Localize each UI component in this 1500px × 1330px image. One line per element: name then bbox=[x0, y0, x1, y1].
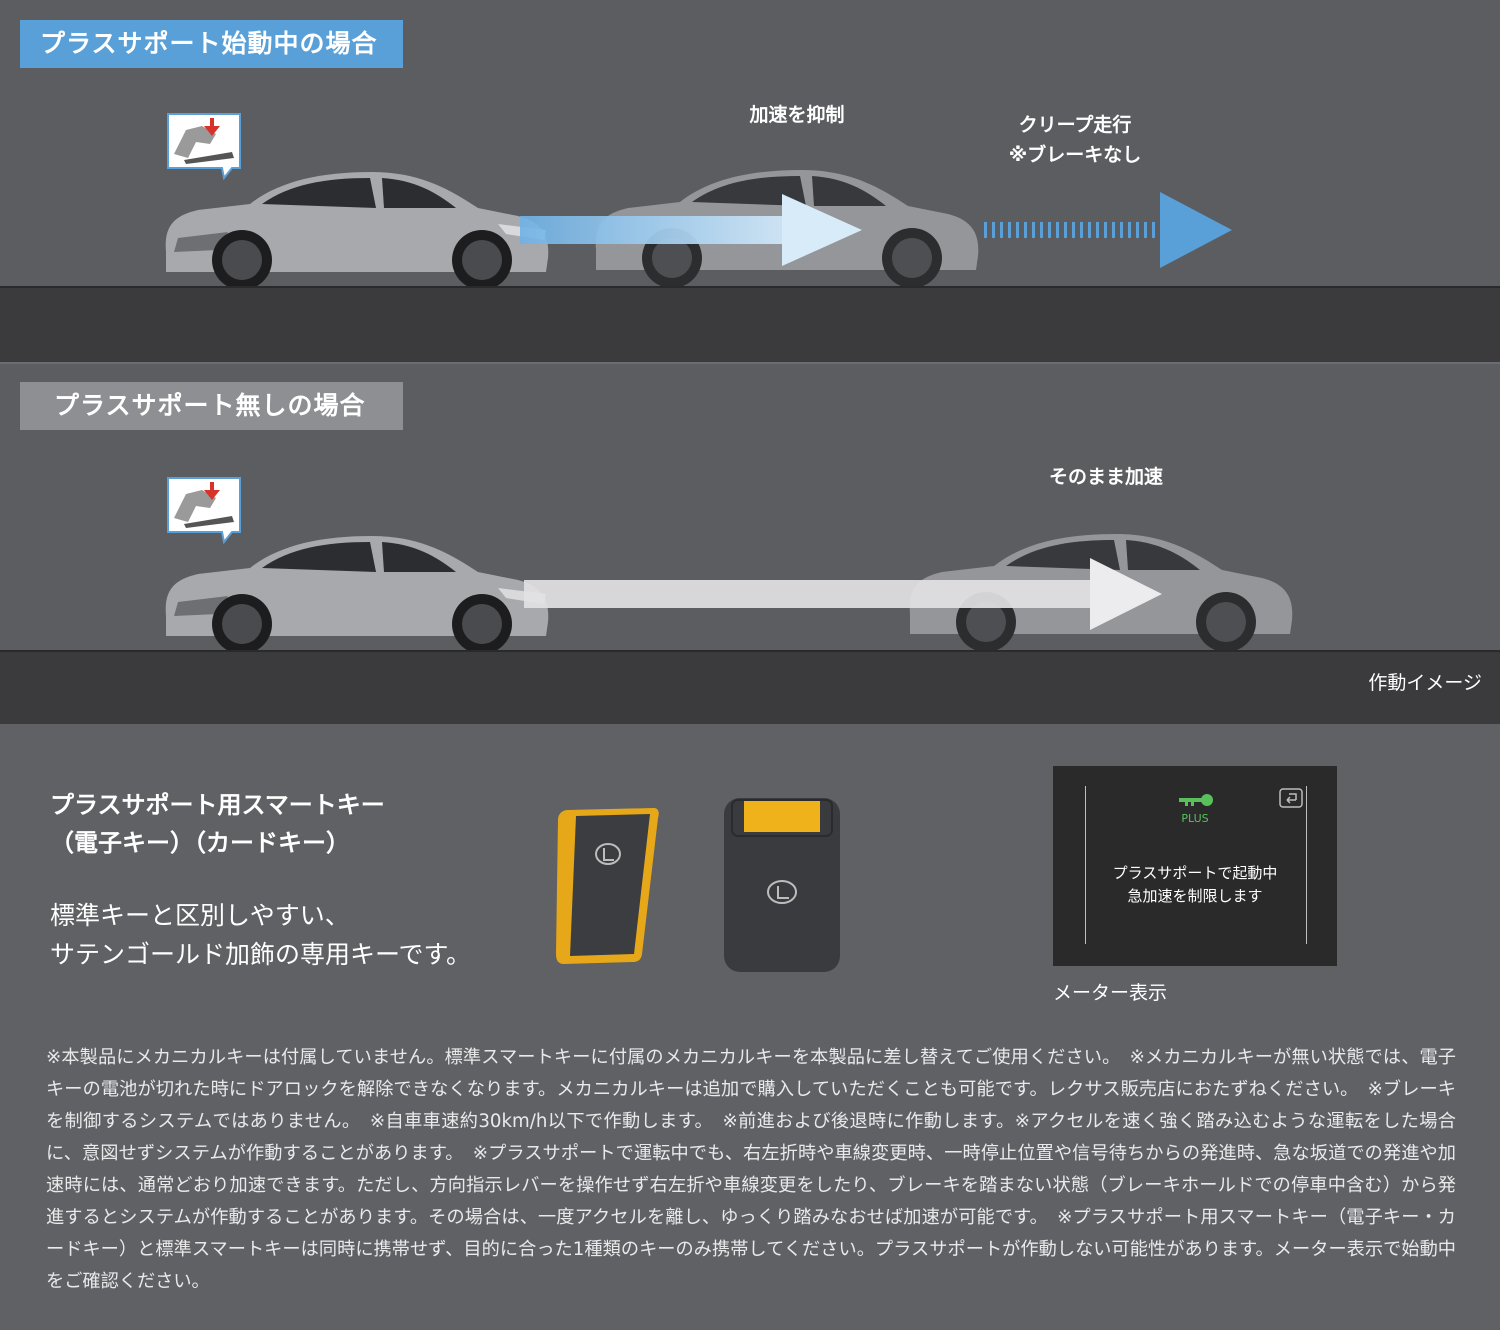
car-start-position bbox=[165, 172, 549, 290]
caption-suppress: 加速を抑制 bbox=[749, 104, 845, 126]
smart-key-title-line1: プラスサポート用スマートキー bbox=[50, 791, 385, 819]
key-icon bbox=[1179, 794, 1213, 806]
smart-key-desc-line1: 標準キーと区別しやすい、 bbox=[50, 901, 350, 930]
meter-message: プラスサポートで起動中 急加速を制限します bbox=[1053, 862, 1337, 908]
meter-plus-label: PLUS bbox=[1181, 812, 1209, 825]
caption-accelerate: そのまま加速 bbox=[1048, 466, 1163, 488]
smart-key-title: プラスサポート用スマートキー （電子キー）（カードキー） bbox=[50, 786, 385, 862]
suppress-arrow-icon bbox=[520, 194, 862, 266]
smart-key-panel: プラスサポート用スマートキー （電子キー）（カードキー） 標準キーと区別しやすい… bbox=[0, 724, 1500, 1330]
caption-creep-line1: クリープ走行 bbox=[1018, 114, 1132, 136]
accelerator-pedal-icon bbox=[167, 113, 241, 181]
scene-without-support: プラスサポート無しの場合 bbox=[0, 362, 1500, 728]
road-bottom bbox=[0, 650, 1500, 728]
scene-with-support: プラスサポート始動中の場合 bbox=[0, 0, 1500, 364]
meter-message-line1: プラスサポートで起動中 bbox=[1112, 864, 1278, 882]
smart-key-title-line2: （電子キー）（カードキー） bbox=[50, 829, 350, 857]
meter-display: PLUS プラスサポートで起動中 急加速を制限します bbox=[1053, 766, 1337, 966]
smart-key-desc-line2: サテンゴールド加飾の専用キーです。 bbox=[50, 940, 472, 969]
with-support-tag: プラスサポート始動中の場合 bbox=[20, 20, 403, 68]
caption-creep-line2: ※ブレーキなし bbox=[1008, 144, 1142, 166]
car-start-position bbox=[165, 536, 549, 654]
accelerator-pedal-icon bbox=[167, 477, 241, 545]
meter-frame bbox=[1085, 786, 1307, 944]
electronic-key-image bbox=[556, 808, 659, 964]
meter-caption: メーター表示 bbox=[1053, 982, 1168, 1004]
return-icon bbox=[1279, 788, 1303, 808]
without-support-tag: プラスサポート無しの場合 bbox=[20, 382, 403, 430]
accelerate-arrow-icon bbox=[524, 558, 1162, 630]
smart-key-description: 標準キーと区別しやすい、 サテンゴールド加飾の専用キーです。 bbox=[50, 896, 471, 974]
operation-image-label: 作動イメージ bbox=[1368, 672, 1482, 694]
card-key-image bbox=[724, 798, 840, 972]
notes-text: ※本製品にメカニカルキーは付属していません。標準スマートキーに付属のメカニカルキ… bbox=[46, 1047, 1456, 1292]
caption-creep: クリープ走行 ※ブレーキなし bbox=[990, 110, 1160, 170]
road-top bbox=[0, 286, 1500, 364]
creep-arrow-icon bbox=[984, 192, 1232, 268]
meter-message-line2: 急加速を制限します bbox=[1127, 887, 1263, 905]
